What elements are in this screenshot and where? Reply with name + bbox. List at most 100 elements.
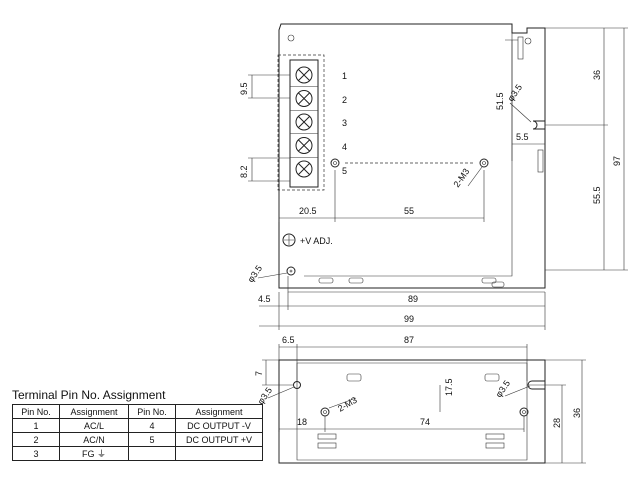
dim-6-5: 6.5 — [282, 335, 295, 345]
bottom-view: 2-M3 φ3.5 φ3.5 6.5 87 7 17.5 18 74 28 36 — [254, 335, 586, 464]
vadj-potentiometer-slot — [284, 235, 294, 245]
dim-74: 74 — [420, 417, 430, 427]
slot — [348, 277, 364, 284]
table-row: 3 FG ⏚ — [12, 446, 263, 461]
dim-51-5: 51.5 — [495, 92, 505, 110]
terminal-screw-icon — [295, 90, 313, 107]
dim-line — [505, 39, 518, 161]
table-cell — [128, 446, 176, 461]
slot — [537, 149, 544, 173]
table-cell: 4 — [128, 418, 176, 433]
mounting-hole-left — [286, 266, 296, 276]
slot — [485, 433, 505, 440]
table-cell: AC/N — [59, 432, 129, 447]
dim-17-5: 17.5 — [444, 378, 454, 396]
dim-18: 18 — [297, 417, 307, 427]
dim-line — [278, 170, 485, 222]
slot — [481, 277, 497, 284]
slot — [517, 36, 524, 60]
m3-screw-hole — [479, 158, 489, 168]
terminal-number-2: 2 — [342, 95, 347, 105]
leader-line — [328, 397, 357, 409]
table-header-row: Pin No. Assignment Pin No. Assignment — [12, 404, 263, 419]
pin-assignment-table: Pin No. Assignment Pin No. Assignment 1 … — [12, 404, 263, 461]
table-cell: 3 — [12, 446, 60, 461]
pin-table-title: Terminal Pin No. Assignment — [12, 388, 166, 402]
terminal-number-1: 1 — [342, 71, 347, 81]
table-cell: DC OUTPUT -V — [175, 418, 263, 433]
m3-screw-hole — [522, 410, 526, 414]
terminal-screws — [290, 66, 318, 178]
dim-28: 28 — [552, 418, 562, 428]
dim-87: 87 — [404, 335, 414, 345]
mounting-hole-right — [527, 380, 546, 390]
slot — [346, 373, 362, 382]
leader-line — [504, 385, 531, 397]
dim-edge: 8.2 — [239, 165, 249, 178]
slot — [317, 442, 337, 449]
m3-screw-hole — [323, 410, 327, 414]
terminal-number-4: 4 — [342, 142, 347, 152]
header-pin-no: Pin No. — [12, 404, 60, 419]
top-view: +V ADJ. 2-M3 1 2 3 4 5 9.5 8.2 51.5 φ3.5… — [239, 23, 628, 330]
slot — [484, 373, 500, 382]
dim-line — [248, 157, 290, 182]
dim-7: 7 — [254, 371, 264, 376]
dim-line — [248, 74, 290, 99]
terminal-screw-icon — [295, 113, 313, 131]
terminal-screw-cross — [298, 92, 310, 105]
terminal-screw-cross — [298, 116, 310, 128]
dim-55: 55 — [404, 206, 414, 216]
table-row: 2 AC/N 5 DC OUTPUT +V — [12, 432, 263, 447]
vadj-potentiometer-icon — [282, 233, 296, 247]
top-view-chassis-outline — [278, 23, 546, 289]
mounting-hole-top-right — [532, 120, 546, 130]
terminal-block — [289, 59, 319, 188]
top-view-bottom-flange — [287, 276, 545, 293]
terminal-screw-icon — [295, 66, 313, 84]
terminal-number-3: 3 — [342, 118, 347, 128]
table-cell: 5 — [128, 432, 176, 447]
dim-97: 97 — [612, 156, 622, 166]
table-cell: AC/L — [59, 418, 129, 433]
slot — [485, 442, 505, 449]
dim-4-5: 4.5 — [258, 294, 271, 304]
mounting-hole-left — [293, 381, 301, 389]
top-view-inner-flange — [304, 33, 513, 277]
pin-assignment-block: Terminal Pin No. Assignment Pin No. Assi… — [12, 388, 263, 461]
dim-36-right: 36 — [572, 408, 582, 418]
hole-left-callout: φ3.5 — [245, 263, 264, 284]
dim-line — [262, 359, 293, 386]
terminal-screw-icon — [295, 160, 313, 178]
terminal-block-cover — [277, 54, 325, 191]
slot — [318, 277, 334, 284]
m3-screw-hole — [330, 158, 340, 168]
header-pin-no: Pin No. — [128, 404, 176, 419]
dim-line — [545, 27, 628, 271]
leader-line — [509, 102, 532, 123]
hole-right-callout: φ3.5 — [493, 378, 512, 399]
terminal-number-5: 5 — [342, 166, 347, 176]
terminal-screw-icon — [295, 137, 313, 154]
dim-line — [278, 416, 525, 463]
m3-screw-hole — [320, 407, 330, 417]
dim-20-5: 20.5 — [299, 206, 317, 216]
header-assignment: Assignment — [59, 404, 129, 419]
table-row: 1 AC/L 4 DC OUTPUT -V — [12, 418, 263, 433]
bottom-view-outline — [278, 359, 546, 464]
table-cell: 2 — [12, 432, 60, 447]
header-assignment: Assignment — [175, 404, 263, 419]
dim-5-5: 5.5 — [516, 132, 529, 142]
hole-top-callout: φ3.5 — [505, 82, 524, 103]
slot — [317, 433, 337, 440]
fixing-hole — [287, 34, 295, 42]
terminal-screw-cross — [298, 139, 310, 152]
leader-line — [467, 166, 483, 187]
vadj-label: +V ADJ. — [300, 236, 333, 246]
table-cell: 1 — [12, 418, 60, 433]
table-cell: DC OUTPUT +V — [175, 432, 263, 447]
dim-36-top: 36 — [592, 70, 602, 80]
m3-screw-hole — [482, 161, 486, 165]
dim-line — [278, 344, 528, 381]
